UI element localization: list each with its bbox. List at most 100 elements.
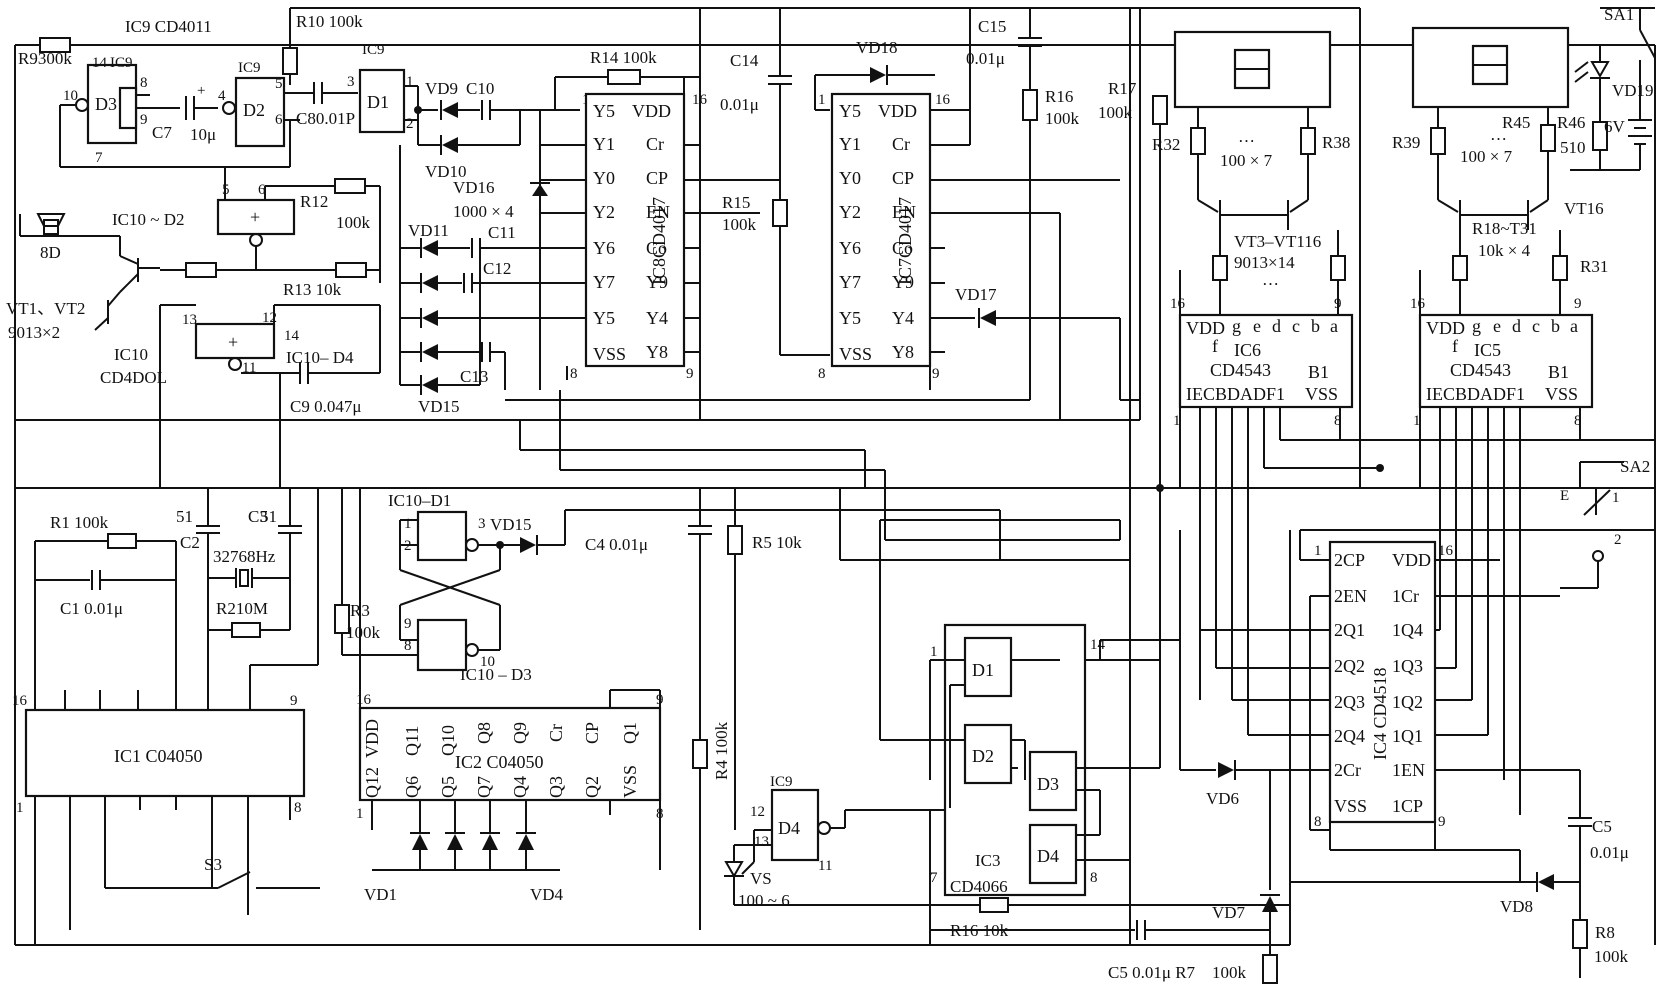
ic4-cd4518: 1 16 8 9 2CP 2EN 2Q1 2Q2 2Q3 2Q4 2Cr VSS… — [1314, 540, 1454, 830]
transistors-vt16: VT16 R18~T31 10k × 4 R31 — [1437, 199, 1608, 315]
component-label: VD17 — [955, 285, 997, 304]
pin-label: Y5 — [593, 101, 615, 121]
component-label: VD8 — [1500, 897, 1533, 916]
component-label: IC10 — [114, 345, 148, 364]
pin-label: Y7 — [593, 272, 615, 292]
ic5-cd4543: 16 9 1 8 VDD g e d c b a f IC5 CD4543 B1… — [1410, 296, 1594, 429]
component-label: 100k — [722, 215, 757, 234]
pin-number: 16 — [1170, 296, 1186, 312]
pin-label: B1 — [1308, 362, 1329, 382]
switch-sa2[interactable]: SA2 E 1 2 — [1560, 457, 1650, 589]
pin-label: VSS — [1545, 384, 1578, 404]
pin-number: 8 — [818, 366, 826, 382]
component-label: 0.01μ — [966, 49, 1005, 68]
pin-label: VDD — [878, 101, 917, 121]
pin-label: f — [1212, 336, 1218, 356]
svg-text:…: … — [1238, 127, 1255, 146]
pin-label: VSS — [1305, 384, 1338, 404]
switch-s3[interactable]: S3 — [105, 855, 320, 889]
component-label: VD1 — [364, 885, 397, 904]
pin-number: 13 — [182, 312, 197, 328]
capacitor-c8: C80.01P — [296, 82, 358, 128]
pin-label: 1Cr — [1392, 586, 1419, 606]
pin-number: 6 — [258, 182, 266, 198]
component-label: 100k — [1098, 103, 1133, 122]
component-label: 0.01μ — [720, 95, 759, 114]
ic-label: IC9 — [238, 60, 261, 76]
ic-name: IC1 C04050 — [114, 746, 203, 766]
pin-label: 2Q1 — [1334, 620, 1365, 640]
component-label: R39 — [1392, 133, 1420, 152]
diode-vd6: VD6 — [1180, 760, 1270, 808]
resistor-r15: R15 100k — [722, 193, 788, 234]
component-label: IC10 – D3 — [460, 665, 532, 684]
component-label: 32768Hz — [213, 547, 276, 566]
pin-number: 8 — [1334, 413, 1342, 429]
component-label: VD15 — [490, 515, 532, 534]
ic10-gate-d1: IC10–D1 1 2 3 — [388, 491, 486, 562]
resistor-r17: R17 100k — [1098, 79, 1168, 125]
component-label: R32 — [1152, 135, 1180, 154]
component-label: R1 100k — [50, 513, 109, 532]
gate-label: D1 — [972, 660, 994, 680]
ic3-cd4066: D1 D2 D3 D4 IC3 CD4066 1 14 7 8 — [930, 623, 1106, 897]
transistor-vt1-vt2: VT1、VT2 9013×2 — [6, 236, 160, 342]
diode-vd15a: VD15 — [400, 375, 480, 416]
pin-label: B1 — [1548, 362, 1569, 382]
pin-number: 11 — [818, 858, 832, 874]
component-label: 100k — [336, 213, 371, 232]
resistor-r16b: R16 10k — [930, 897, 1290, 940]
bus-wires — [14, 7, 1656, 946]
pin-label: Y0 — [839, 168, 861, 188]
component-label: C80.01P — [296, 109, 355, 128]
component-label: C3 — [248, 507, 268, 526]
pin-number: 1 — [1314, 543, 1322, 559]
pin-label: Y5 — [839, 308, 861, 328]
pin-number: 16 — [935, 92, 951, 108]
resistor-r1: R1 100k — [50, 513, 137, 549]
pin-number: 10 — [480, 654, 495, 670]
pin-label: 1EN — [1392, 760, 1425, 780]
pin-number: 1 — [818, 92, 826, 108]
ic1-cd4050: 16 9 1 8 IC1 C04050 — [12, 693, 306, 816]
pin-label: Q7 — [474, 776, 494, 798]
capacitor-c1: C1 0.01μ — [35, 570, 176, 618]
pin-number: 1 — [1612, 490, 1620, 506]
pin-number: 9 — [1334, 296, 1342, 312]
resistor-r12: R12 100k — [300, 178, 380, 232]
pin-label: f — [1452, 336, 1458, 356]
component-label: VD16 — [453, 178, 495, 197]
pin-number: 8 — [570, 366, 578, 382]
component-label: R15 — [722, 193, 750, 212]
capacitor-c2: 51 C2 — [176, 488, 220, 710]
display-left — [1173, 30, 1332, 109]
resistor-r10: R10 100k — [282, 12, 363, 75]
pin-number: 16 — [1410, 296, 1426, 312]
pin-label: Q10 — [438, 725, 458, 756]
component-label: VD15 — [418, 397, 460, 416]
pin-number: 1 — [16, 800, 24, 816]
svg-text:…: … — [1262, 270, 1279, 289]
component-label: R46 — [1557, 113, 1585, 132]
component-label: R14 100k — [590, 48, 657, 67]
component-label: VT16 — [1564, 199, 1604, 218]
transistors-vt3: VT3–VT116 9013×14 … — [1197, 199, 1346, 315]
ic-label: IC9 — [110, 55, 133, 71]
component-label: VD19 — [1612, 81, 1654, 100]
pin-label: 2Q3 — [1334, 692, 1365, 712]
pin-label: 1Q4 — [1392, 620, 1423, 640]
component-label: IC3 — [975, 851, 1001, 870]
pin-number: 12 — [750, 804, 765, 820]
switch-sa1[interactable]: SA1 — [1604, 5, 1656, 120]
component-label: C13 — [460, 367, 488, 386]
pin-label: Y2 — [593, 202, 615, 222]
component-label: 100 × 7 — [1460, 147, 1513, 166]
component-label: SA2 — [1620, 457, 1650, 476]
pin-number: 1 — [356, 806, 364, 822]
pin-number: 14 — [284, 328, 300, 344]
pin-label: a — [1570, 316, 1578, 336]
pin-label: 2Q2 — [1334, 656, 1365, 676]
resistor-r4: R4 100k — [692, 721, 731, 780]
pin-label: EN — [646, 202, 670, 222]
pin-label: g — [1232, 316, 1241, 336]
